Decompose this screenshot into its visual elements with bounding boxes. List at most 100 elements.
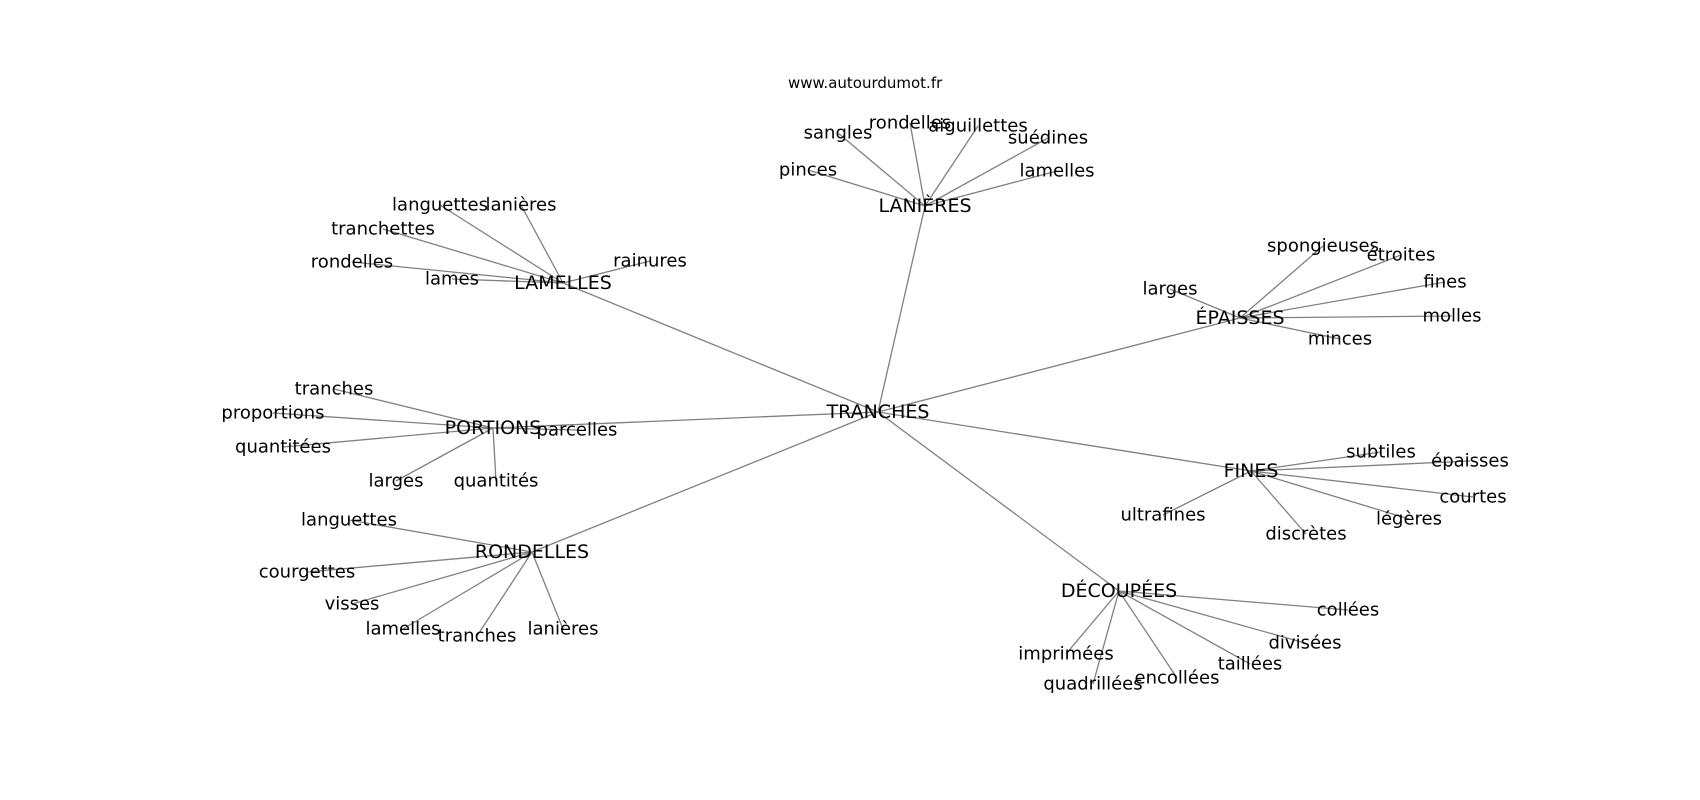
leaf-word: divisées	[1269, 633, 1342, 654]
edge-root-to-hub	[877, 411, 1120, 592]
edge-hub-to-word	[382, 228, 564, 284]
leaf-word: discrètes	[1265, 524, 1346, 545]
leaf-word: étroites	[1367, 245, 1436, 266]
edge-hub-to-word	[1239, 281, 1446, 319]
edge-hub-to-word	[1118, 590, 1251, 665]
leaf-word: visses	[325, 594, 380, 615]
leaf-word: imprimées	[1018, 644, 1113, 665]
edge-hub-to-word	[1162, 470, 1252, 516]
edge-root-to-hub	[531, 411, 879, 553]
edge-hub-to-word	[1250, 470, 1410, 520]
edge-hub-to-word	[306, 551, 533, 573]
edge-hub-to-word	[272, 412, 494, 429]
edge-hub-to-word	[924, 137, 1049, 207]
leaf-word: tranches	[438, 626, 517, 647]
edge-root-to-hub	[877, 205, 926, 413]
edge-hub-to-word	[924, 125, 979, 207]
leaf-word: courtes	[1439, 487, 1506, 508]
hub-node: FINES	[1224, 460, 1279, 482]
leaf-word: encollées	[1135, 668, 1220, 689]
edge-hub-to-word	[1239, 245, 1324, 319]
edge-hub-to-word	[451, 278, 564, 284]
hub-node: LANIÈRES	[878, 194, 971, 217]
leaf-word: épaisses	[1431, 451, 1509, 472]
leaf-word: lanières	[486, 195, 557, 216]
edge-hub-to-word	[837, 132, 926, 207]
edge-hub-to-word	[1065, 590, 1120, 655]
root-node: TRANCHES	[826, 401, 930, 423]
leaf-word: pinces	[779, 160, 837, 181]
leaf-word: proportions	[221, 403, 324, 424]
edge-hub-to-word	[909, 122, 926, 207]
leaf-word: rondelles	[869, 113, 951, 134]
leaf-word: légères	[1376, 509, 1442, 530]
leaf-word: lames	[425, 269, 479, 290]
leaf-word: tranchettes	[331, 219, 435, 240]
hub-node: DÉCOUPÉES	[1061, 579, 1177, 602]
edge-hub-to-word	[520, 204, 564, 284]
leaf-word: sangles	[804, 123, 873, 144]
leaf-word: minces	[1308, 329, 1372, 350]
leaf-word: molles	[1422, 306, 1481, 327]
edges-layer	[272, 122, 1474, 685]
leaf-word: spongieuses	[1267, 236, 1379, 257]
leaf-word: lamelles	[365, 619, 440, 640]
hub-node: PORTIONS	[445, 417, 542, 439]
leaf-word: quantitées	[235, 437, 331, 458]
hub-node: LAMELLES	[514, 272, 612, 294]
edge-hub-to-word	[562, 260, 651, 284]
edge-root-to-hub	[562, 282, 879, 413]
edge-hub-to-word	[439, 204, 564, 284]
edge-hub-to-word	[476, 551, 533, 637]
leaf-word: ultrafines	[1120, 505, 1205, 526]
edge-hub-to-word	[1118, 590, 1349, 611]
edge-hub-to-word	[1239, 315, 1453, 319]
hub-node: ÉPAISSES	[1195, 306, 1284, 329]
edge-hub-to-word	[1092, 590, 1120, 685]
edge-hub-to-word	[807, 169, 926, 207]
leaf-word: aiguillettes	[928, 116, 1028, 137]
leaf-word: larges	[369, 471, 424, 492]
leaf-word: languettes	[301, 510, 397, 531]
edge-hub-to-word	[402, 551, 533, 630]
edge-hub-to-word	[395, 427, 494, 482]
edge-hub-to-word	[1239, 254, 1402, 319]
leaf-word: larges	[1143, 279, 1198, 300]
edge-hub-to-word	[1118, 590, 1306, 644]
edge-hub-to-word	[492, 427, 497, 482]
leaf-word: taillées	[1218, 654, 1283, 675]
edge-hub-to-word	[1250, 451, 1382, 472]
edge-root-to-hub	[877, 411, 1252, 472]
leaf-word: collées	[1317, 600, 1379, 621]
leaf-word: quadrillées	[1043, 674, 1142, 695]
leaf-word: parcelles	[537, 420, 618, 441]
leaf-word: lanières	[528, 619, 599, 640]
edge-hub-to-word	[492, 427, 578, 431]
edge-hub-to-word	[924, 170, 1058, 207]
hub-node: RONDELLES	[475, 541, 589, 563]
edge-hub-to-word	[351, 261, 564, 284]
edge-hub-to-word	[1239, 317, 1341, 340]
leaf-word: quantités	[454, 471, 539, 492]
leaf-word: languettes	[392, 195, 488, 216]
edge-hub-to-word	[282, 427, 494, 448]
leaf-word: subtiles	[1346, 442, 1416, 463]
leaf-word: tranches	[295, 379, 374, 400]
leaf-word: suédines	[1008, 128, 1088, 149]
source-url: www.autourdumot.fr	[788, 74, 943, 92]
edge-hub-to-word	[1250, 470, 1474, 498]
leaf-word: rainures	[613, 251, 687, 272]
edge-root-to-hub	[492, 411, 879, 429]
edge-hub-to-word	[351, 551, 533, 605]
leaf-word: lamelles	[1019, 161, 1094, 182]
leaf-word: rondelles	[311, 252, 393, 273]
edge-hub-to-word	[1250, 460, 1471, 472]
edge-hub-to-word	[1250, 470, 1307, 535]
leaf-word: fines	[1423, 272, 1466, 293]
leaf-word: courgettes	[259, 562, 355, 583]
edge-hub-to-word	[1118, 590, 1178, 679]
edge-hub-to-word	[531, 551, 564, 630]
edge-hub-to-word	[348, 519, 533, 553]
